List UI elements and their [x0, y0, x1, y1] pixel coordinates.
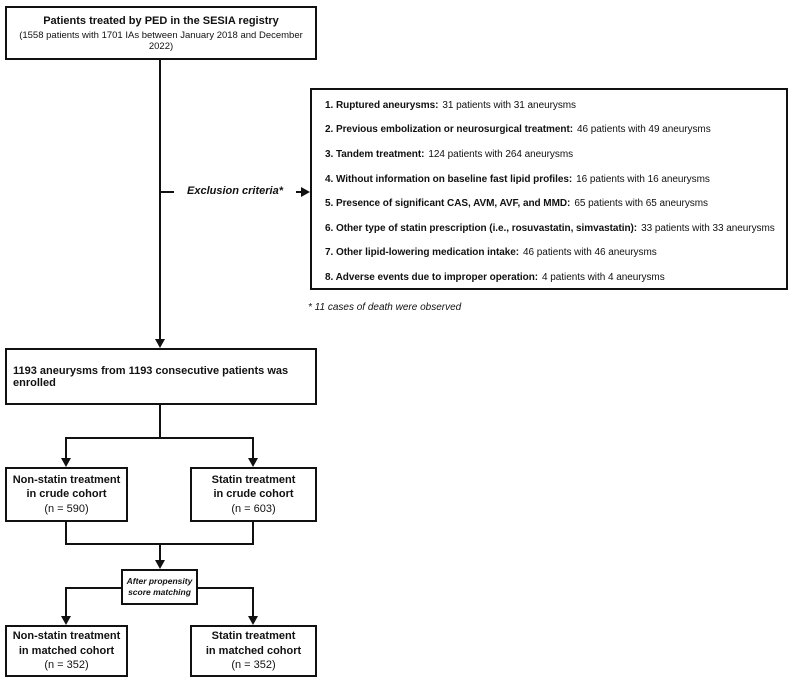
arrow-down-icon — [155, 339, 165, 348]
exclusion-item: 4. Without information on baseline fast … — [325, 167, 786, 192]
exclusion-item: 2. Previous embolization or neurosurgica… — [325, 118, 786, 143]
non-statin-crude-box: Non-statin treatment in crude cohort (n … — [5, 467, 128, 522]
exclusion-item-label: 1. Ruptured aneurysms: — [325, 99, 439, 111]
arrow-down-icon — [248, 616, 258, 625]
box-line: in matched cohort — [205, 644, 302, 657]
registry-box: Patients treated by PED in the SESIA reg… — [5, 6, 317, 60]
box-line: Statin treatment — [211, 630, 296, 643]
exclusion-item-label: 8. Adverse events due to improper operat… — [325, 271, 539, 283]
box-line: Non-statin treatment — [12, 473, 121, 486]
connector-line — [252, 437, 254, 458]
exclusion-item: 1. Ruptured aneurysms:31 patients with 3… — [325, 93, 786, 118]
registry-title: Patients treated by PED in the SESIA reg… — [43, 14, 279, 27]
box-line: in matched cohort — [18, 644, 115, 657]
exclusion-item-label: 2. Previous embolization or neurosurgica… — [325, 124, 574, 136]
exclusion-item-detail: 33 patients with 33 aneurysms — [641, 222, 775, 234]
connector-line — [159, 405, 161, 439]
exclusion-item-label: 3. Tandem treatment: — [325, 148, 425, 160]
exclusion-item-label: 7. Other lipid-lowering medication intak… — [325, 247, 520, 259]
arrow-down-icon — [155, 560, 165, 569]
exclusion-item: 7. Other lipid-lowering medication intak… — [325, 241, 786, 266]
arrow-down-icon — [61, 458, 71, 467]
exclusion-criteria-box: 1. Ruptured aneurysms:31 patients with 3… — [310, 88, 788, 290]
connector-line — [252, 587, 254, 616]
connector-line — [159, 60, 161, 339]
exclusion-item: 8. Adverse events due to improper operat… — [325, 265, 786, 290]
exclusion-item-detail: 16 patients with 16 aneurysms — [576, 173, 710, 185]
exclusion-item-label: 5. Presence of significant CAS, AVM, AVF… — [325, 198, 571, 210]
exclusion-item-detail: 4 patients with 4 aneurysms — [542, 271, 665, 283]
exclusion-item-detail: 124 patients with 264 aneurysms — [428, 148, 574, 160]
connector-line — [65, 522, 67, 545]
box-line-n: (n = 352) — [231, 659, 276, 672]
exclusion-item: 3. Tandem treatment:124 patients with 26… — [325, 142, 786, 167]
propensity-matching-box: After propensity score matching — [121, 569, 198, 605]
box-line: in crude cohort — [26, 488, 107, 501]
enrolled-box: 1193 aneurysms from 1193 consecutive pat… — [5, 348, 317, 405]
exclusion-item-detail: 65 patients with 65 aneurysms — [574, 198, 708, 210]
box-line: Statin treatment — [211, 473, 296, 486]
enrolled-text: 1193 aneurysms from 1193 consecutive pat… — [13, 364, 289, 389]
box-line: in crude cohort — [213, 488, 294, 501]
connector-line — [65, 437, 254, 439]
non-statin-matched-box: Non-statin treatment in matched cohort (… — [5, 625, 128, 677]
connector-line — [252, 522, 254, 545]
box-line-n: (n = 603) — [231, 502, 276, 515]
connector-line — [198, 587, 254, 589]
connector-line — [65, 587, 121, 589]
connector-line — [65, 437, 67, 458]
arrow-down-icon — [248, 458, 258, 467]
exclusion-item-detail: 46 patients with 46 aneurysms — [523, 247, 657, 259]
arrow-right-icon — [301, 187, 310, 197]
box-line-n: (n = 352) — [44, 659, 89, 672]
arrow-down-icon — [61, 616, 71, 625]
registry-subtitle: (1558 patients with 1701 IAs between Jan… — [19, 29, 303, 52]
matching-line: score matching — [128, 587, 191, 597]
exclusion-item-detail: 31 patients with 31 aneurysms — [442, 99, 576, 111]
box-line: Non-statin treatment — [12, 630, 121, 643]
death-footnote: * 11 cases of death were observed — [308, 302, 462, 313]
connector-line — [65, 587, 67, 616]
statin-crude-box: Statin treatment in crude cohort (n = 60… — [190, 467, 317, 522]
exclusion-item-detail: 46 patients with 49 aneurysms — [577, 124, 711, 136]
exclusion-item: 5. Presence of significant CAS, AVM, AVF… — [325, 191, 786, 216]
exclusion-criteria-label: Exclusion criteria* — [174, 183, 296, 199]
exclusion-item-label: 4. Without information on baseline fast … — [325, 173, 573, 185]
exclusion-item: 6. Other type of statin prescription (i.… — [325, 216, 786, 241]
box-line-n: (n = 590) — [44, 502, 89, 515]
statin-matched-box: Statin treatment in matched cohort (n = … — [190, 625, 317, 677]
matching-line: After propensity — [126, 576, 193, 586]
exclusion-item-label: 6. Other type of statin prescription (i.… — [325, 222, 638, 234]
connector-line — [159, 545, 161, 560]
connector-line — [65, 543, 254, 545]
